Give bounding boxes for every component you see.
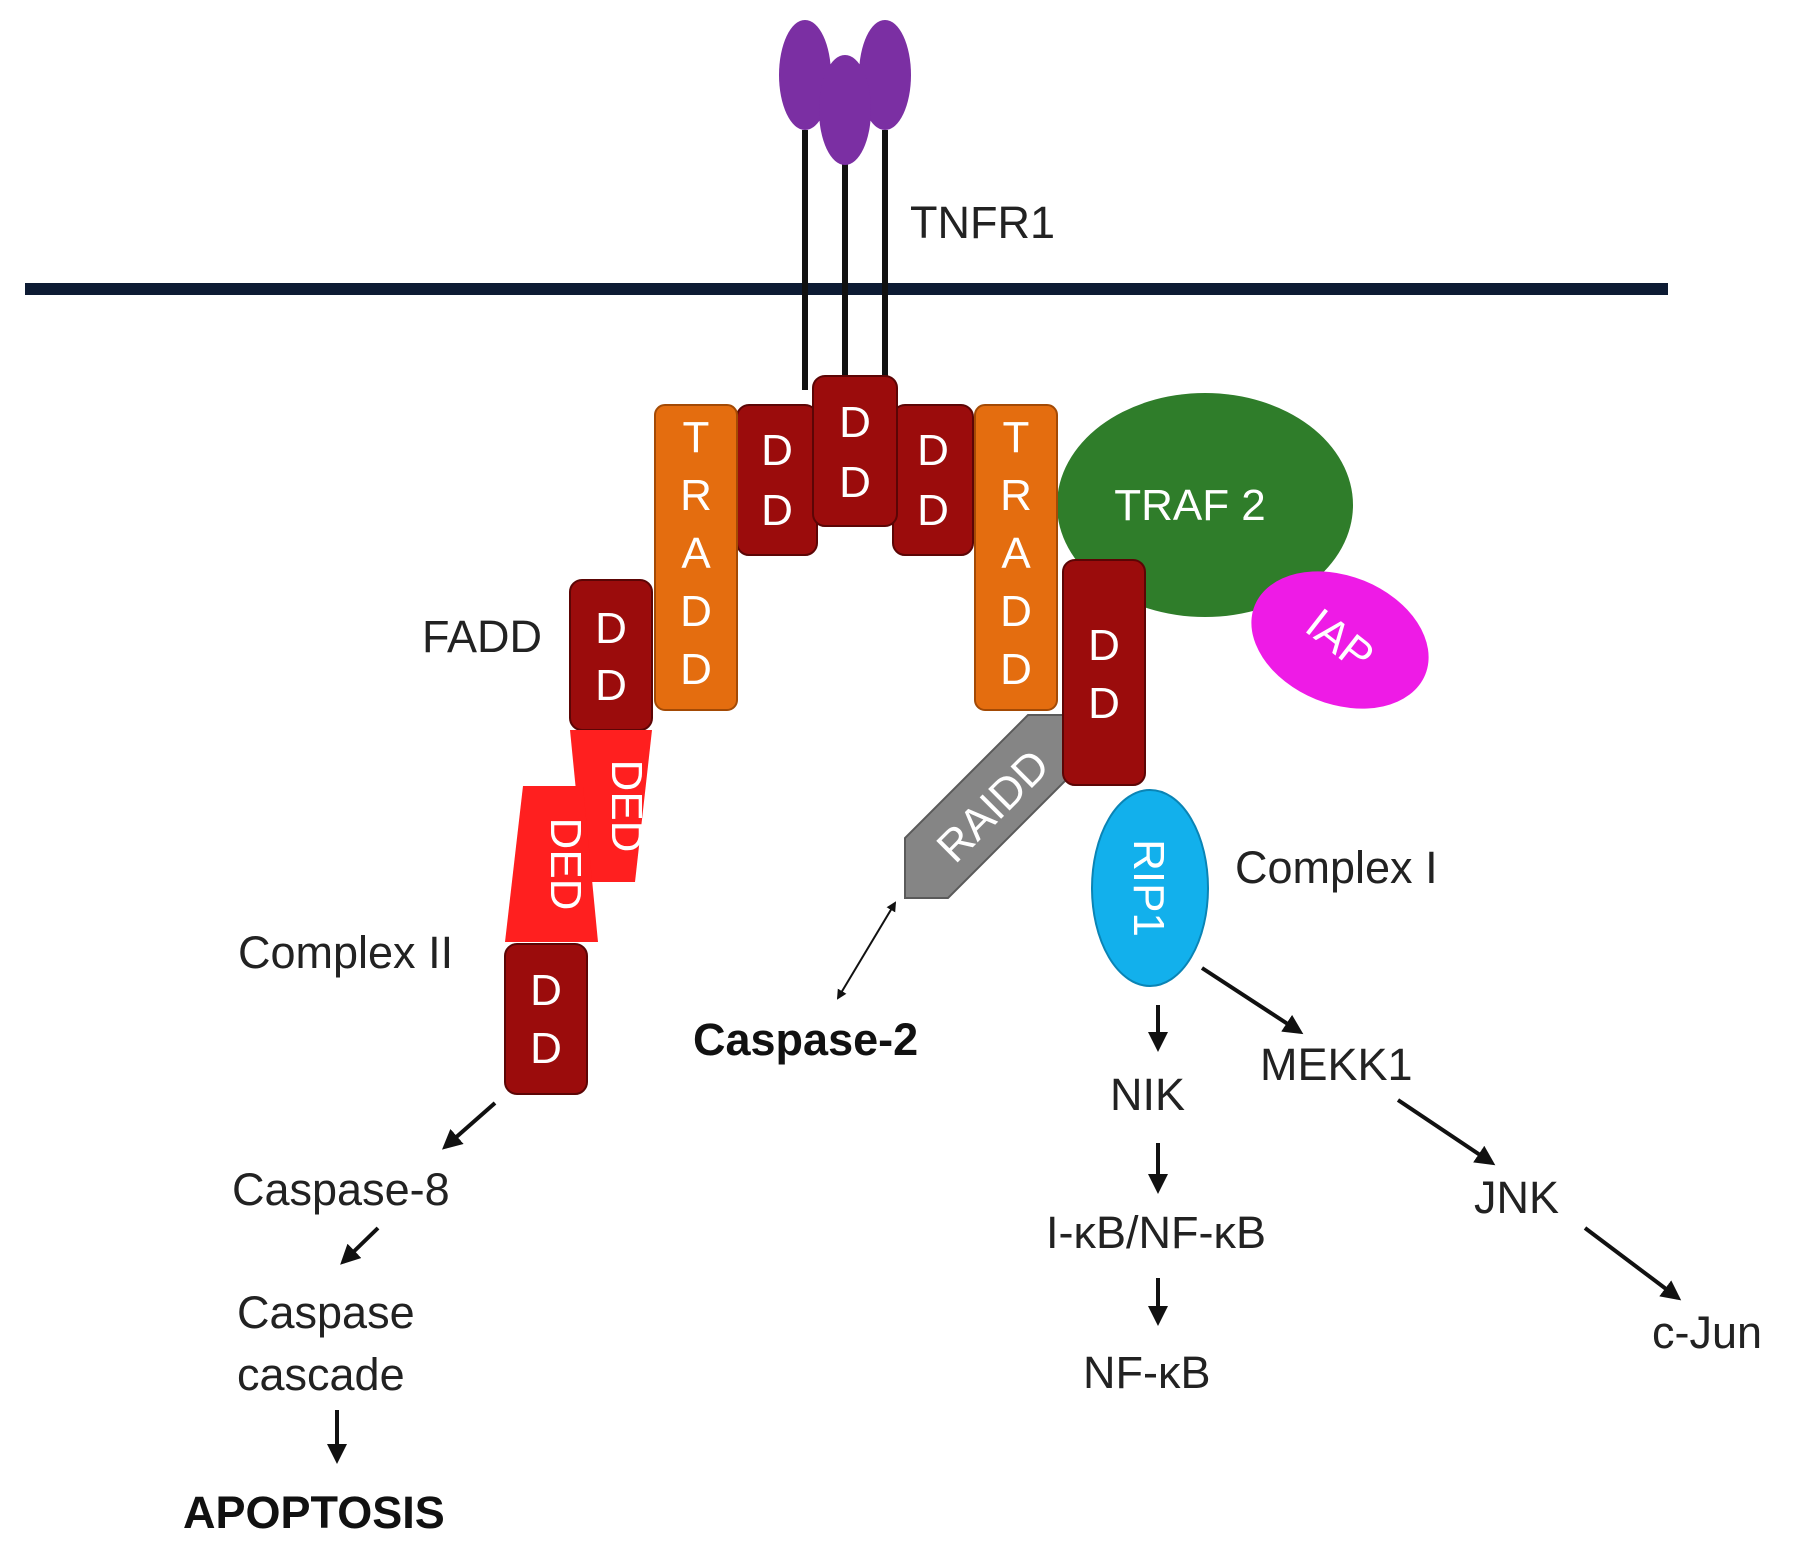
ded-upper: DED [570, 730, 652, 882]
svg-text:D: D [917, 486, 949, 535]
svg-text:DED: DED [602, 760, 651, 853]
receptor-death-domain-left: D D [736, 404, 818, 556]
svg-text:R: R [1000, 471, 1032, 520]
complex-ii-label: Complex II [238, 927, 453, 978]
nik-label: NIK [1110, 1069, 1185, 1120]
tnfr1-label: TNFR1 [910, 197, 1055, 248]
arrow-to-mekk1 [1200, 966, 1304, 1035]
tradd-right: T R A D D [974, 404, 1058, 711]
receptor-head [859, 20, 911, 130]
caspase-cascade-label-line1: Caspase [237, 1287, 415, 1338]
tnfr1-receptor [779, 20, 911, 390]
receptor-death-domain-center: D D [812, 375, 898, 527]
svg-text:D: D [839, 398, 871, 447]
raidd-caspase2-arrow [836, 901, 897, 1000]
svg-text:D: D [839, 458, 871, 507]
ikb-nfkb-label: I-κB/NF-κB [1046, 1207, 1266, 1258]
nfkb-label: NF-κB [1083, 1347, 1211, 1398]
cjun-label: c-Jun [1652, 1307, 1762, 1358]
caspase2-label: Caspase-2 [693, 1014, 918, 1065]
ded-lower: DED [505, 786, 598, 942]
svg-text:D: D [530, 966, 562, 1015]
svg-text:A: A [681, 529, 711, 578]
svg-text:DED: DED [541, 818, 590, 911]
arrow-to-jnk [1396, 1098, 1496, 1166]
rip1-protein [1091, 789, 1209, 987]
svg-text:D: D [1000, 645, 1032, 694]
rip1-death-domain: D D [1062, 559, 1146, 786]
receptor-head [779, 20, 831, 130]
tradd-left: T R A D D [654, 404, 738, 711]
svg-text:T: T [1003, 413, 1030, 462]
svg-text:D: D [1088, 679, 1120, 728]
svg-text:D: D [761, 426, 793, 475]
arrow-to-caspase-cascade [340, 1226, 380, 1265]
receptor-head [819, 55, 871, 165]
svg-text:D: D [1000, 587, 1032, 636]
svg-text:D: D [1088, 621, 1120, 670]
mekk1-label: MEKK1 [1260, 1039, 1413, 1090]
svg-text:D: D [680, 587, 712, 636]
arrow-to-caspase8 [441, 1101, 497, 1150]
complex-ii-death-domain: D D [504, 943, 588, 1095]
svg-text:D: D [530, 1024, 562, 1073]
arrow-to-cjun [1583, 1226, 1682, 1301]
complex-i-label: Complex I [1235, 842, 1438, 893]
svg-text:D: D [680, 645, 712, 694]
caspase8-label: Caspase-8 [232, 1164, 450, 1215]
svg-text:A: A [1001, 529, 1031, 578]
rip1-label: RIP1 [1124, 839, 1173, 937]
caspase-cascade-label-line2: cascade [237, 1349, 405, 1400]
apoptosis-label: APOPTOSIS [183, 1487, 445, 1538]
svg-text:D: D [761, 486, 793, 535]
fadd-label: FADD [422, 611, 542, 662]
svg-text:D: D [595, 604, 627, 653]
jnk-label: JNK [1474, 1172, 1559, 1223]
svg-text:R: R [680, 471, 712, 520]
svg-text:T: T [683, 413, 710, 462]
iap-protein [1251, 571, 1429, 709]
svg-text:D: D [917, 426, 949, 475]
receptor-death-domain-right: D D [892, 404, 974, 556]
svg-text:D: D [595, 661, 627, 710]
fadd-death-domain: D D [569, 579, 653, 731]
traf2-label: TRAF 2 [1114, 481, 1266, 530]
